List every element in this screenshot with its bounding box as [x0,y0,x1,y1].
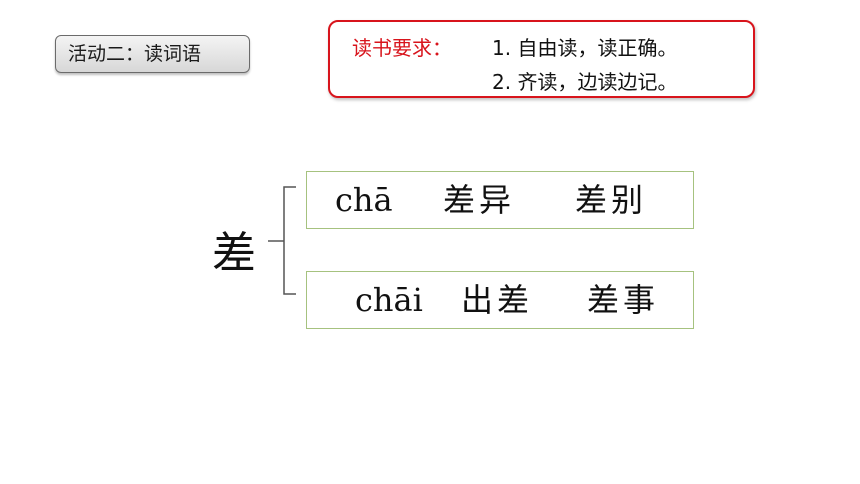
bracket-connector [268,186,296,295]
requirements-label: 读书要求： [352,36,452,60]
pinyin-cha: chā [335,181,393,219]
activity-title-button[interactable]: 活动二：读词语 [55,35,250,73]
word-chabie: 差别 [575,181,648,219]
main-character: 差 [212,228,256,279]
pinyin-chai: chāi [355,281,423,319]
word-chuchai: 出差 [461,281,534,319]
requirement-item-2: 2. 齐读，边读边记。 [492,70,678,94]
word-chaishi: 差事 [587,281,660,319]
reading-box-chai: chāi 出差 差事 [306,271,694,329]
requirement-item-1: 1. 自由读，读正确。 [492,36,678,60]
reading-box-cha: chā 差异 差别 [306,171,694,229]
reading-requirements-box: 读书要求： 1. 自由读，读正确。 2. 齐读，边读边记。 [328,20,755,98]
word-chayi: 差异 [443,181,516,219]
